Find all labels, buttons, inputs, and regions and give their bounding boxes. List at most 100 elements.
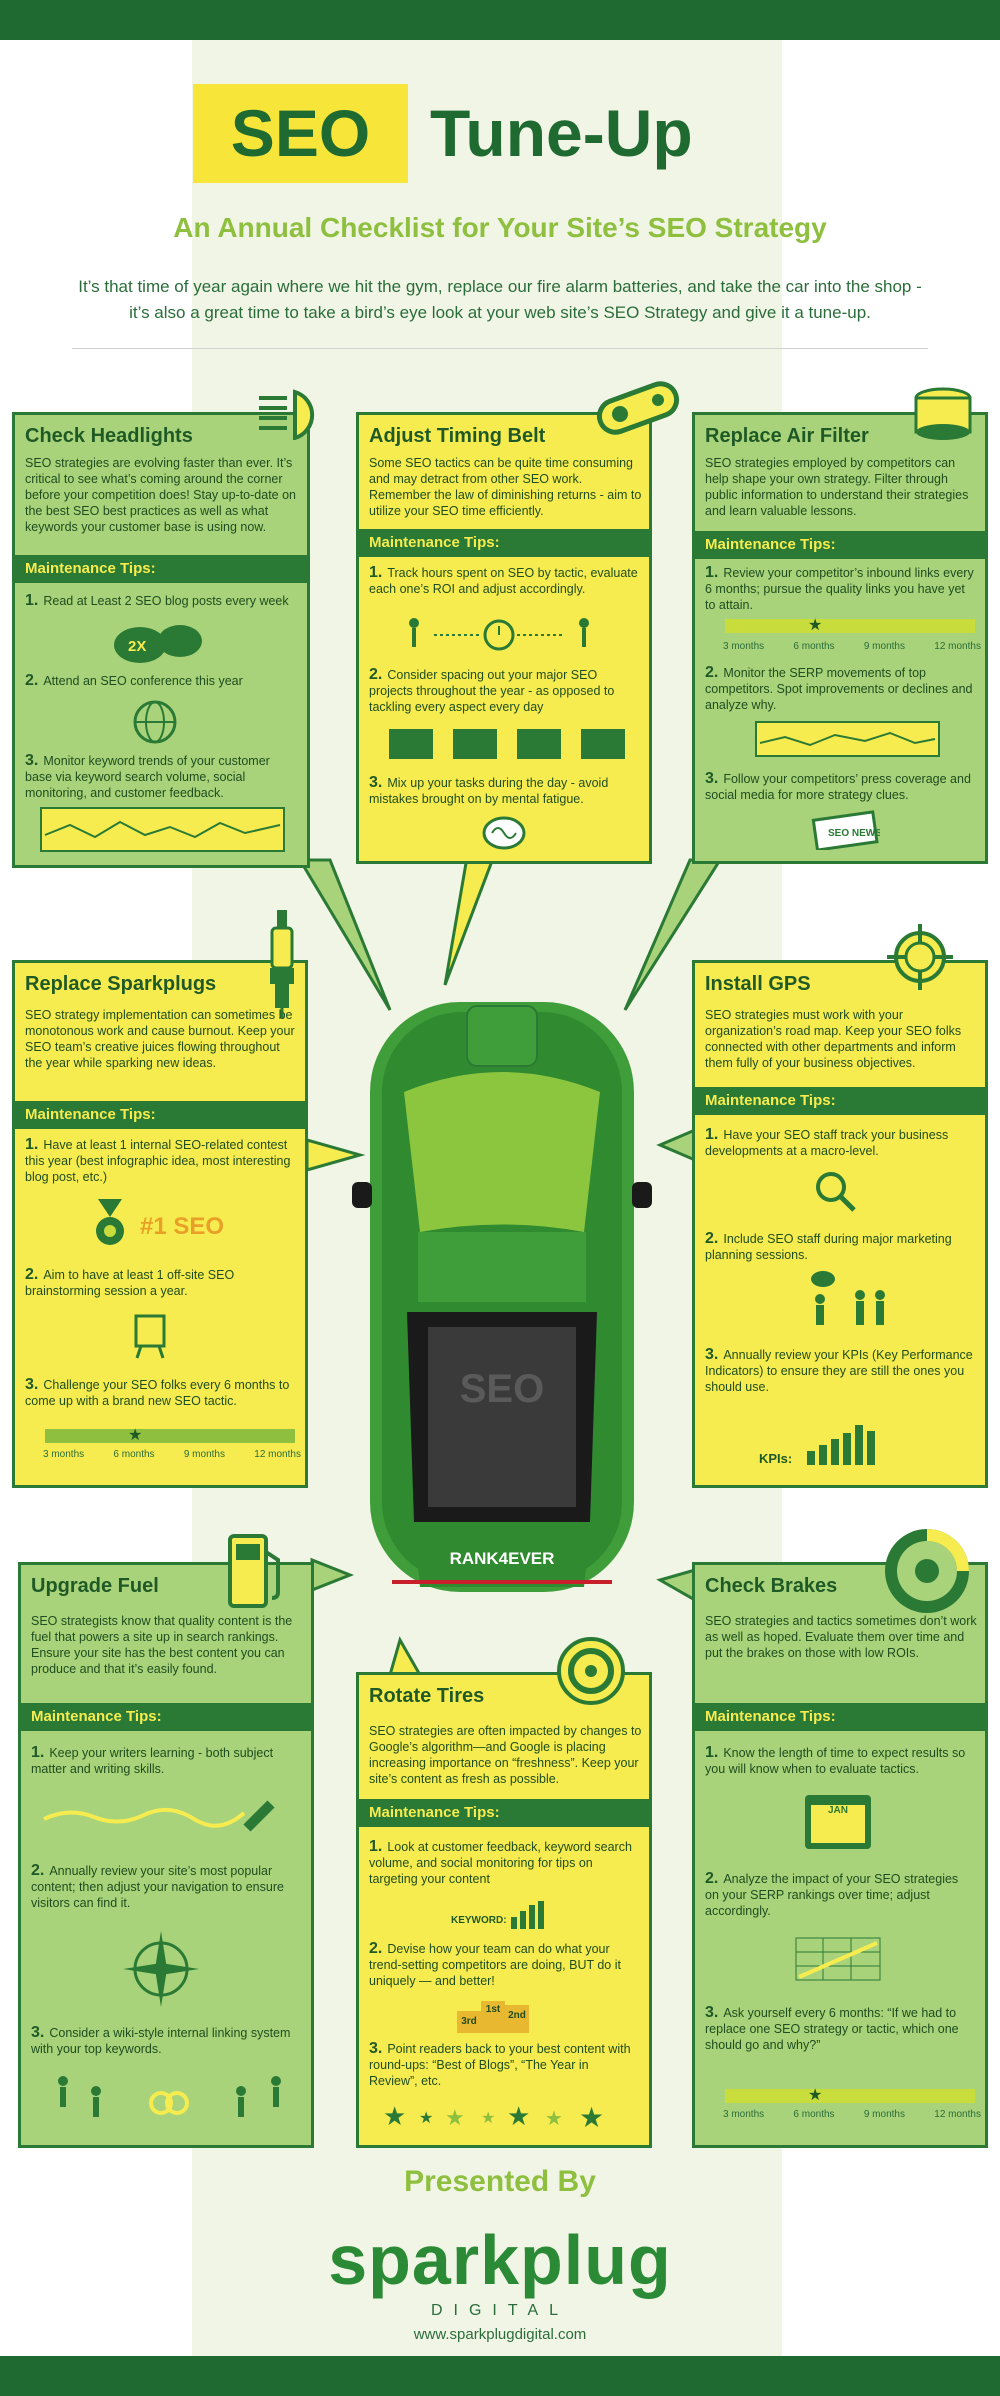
timing-belt-icon	[592, 378, 684, 443]
keyword-label: KEYWORD:	[451, 1915, 507, 1926]
panel-replace-air-filter: Replace Air Filter SEO strategies employ…	[692, 412, 988, 864]
tip-1: 1.Keep your writers learning - both subj…	[31, 1744, 274, 1777]
brand-logo-sub: DIGITAL	[430, 2302, 570, 2319]
tip-text: Point readers back to your best content …	[369, 2042, 631, 2088]
air-filter-icon	[912, 386, 974, 447]
time-roi-icon	[399, 615, 599, 660]
tip-3: 3.Challenge your SEO folks every 6 month…	[25, 1376, 290, 1409]
tip-3: 3.Ask yourself every 6 months: “If we ha…	[705, 2004, 959, 2053]
tip-text: Keep your writers learning - both subjec…	[31, 1746, 274, 1776]
tip-text: Devise how your team can do what your tr…	[369, 1942, 621, 1988]
brand-logo: sparkplug	[328, 2221, 672, 2299]
speech-bubbles-icon: 2X	[110, 621, 210, 674]
podium-first: 1st	[481, 2001, 505, 2033]
tips-header: Maintenance Tips:	[21, 1703, 311, 1731]
newspaper-icon: SEO NEWS	[810, 810, 882, 855]
svg-text:★: ★	[419, 2108, 433, 2127]
tip-2: 2.Devise how your team can do what your …	[369, 1940, 621, 1989]
flipchart-icon	[133, 1313, 167, 1364]
timeline-label: 12 months	[934, 641, 981, 652]
svg-text:★: ★	[481, 2108, 495, 2127]
news-label: SEO NEWS	[828, 828, 880, 839]
magnifier-icon	[813, 1169, 857, 1218]
kpi-bars-icon	[805, 1417, 885, 1472]
tire-icon	[556, 1636, 626, 1711]
tip-text: Monitor the SERP movements of top compet…	[705, 666, 973, 712]
pencil-scribble-icon	[39, 1793, 289, 1838]
tip-text: Have at least 1 internal SEO-related con…	[25, 1138, 291, 1184]
tip-text: Consider a wiki-style internal linking s…	[31, 2026, 291, 2056]
top-bar	[0, 0, 1000, 40]
star-marker: ★	[808, 617, 823, 634]
panel-description: SEO strategies and tactics sometimes don…	[705, 1614, 977, 1660]
tip-text: Attend an SEO conference this year	[43, 674, 243, 688]
tip-text: Have your SEO staff track your business …	[705, 1128, 949, 1158]
intro-text: It’s that time of year again where we hi…	[78, 277, 922, 322]
panel-title: Replace Air Filter	[705, 425, 869, 447]
meeting-people-icon	[805, 1269, 895, 1334]
timeline-label: 6 months	[793, 2109, 835, 2120]
tip-1: 1.Have your SEO staff track your busines…	[705, 1126, 949, 1159]
panel-replace-sparkplugs: Replace Sparkplugs SEO strategy implemen…	[12, 960, 308, 1488]
panel-description: SEO strategy implementation can sometime…	[25, 1008, 295, 1070]
tip-text: Analyze the impact of your SEO strategie…	[705, 1872, 959, 1918]
trend-graph-icon	[40, 807, 285, 857]
panel-title: Rotate Tires	[369, 1685, 485, 1707]
svg-text:★: ★	[545, 2106, 563, 2130]
tip-1: 1.Look at customer feedback, keyword sea…	[369, 1838, 632, 1887]
tips-header: Maintenance Tips:	[695, 1087, 985, 1115]
tip-3: 3.Follow your competitors’ press coverag…	[705, 770, 971, 803]
timeline-label: 6 months	[793, 641, 835, 652]
tip-text: Monitor keyword trends of your customer …	[25, 754, 270, 800]
panel-rotate-tires: Rotate Tires SEO strategies are often im…	[356, 1672, 652, 2148]
tip-text: Include SEO staff during major marketing…	[705, 1232, 952, 1262]
tip-2: 2.Monitor the SERP movements of top comp…	[705, 664, 973, 713]
podium-second: 2nd	[505, 2005, 529, 2033]
tip-1: 1.Track hours spent on SEO by tactic, ev…	[369, 564, 638, 597]
windshield-text: SEO	[460, 1367, 544, 1411]
tip-1: 1.Have at least 1 internal SEO-related c…	[25, 1136, 291, 1185]
globe-icon	[133, 700, 177, 749]
panel-description: SEO strategies must work with your organ…	[705, 1008, 962, 1070]
website-link[interactable]: www.sparkplugdigital.com	[413, 2326, 587, 2343]
tips-header: Maintenance Tips:	[15, 555, 307, 583]
star-marker: ★	[128, 1427, 143, 1444]
timeline-label: 3 months	[43, 1449, 85, 1460]
keyword-bars-icon	[509, 1901, 549, 1934]
panel-title: Check Headlights	[25, 425, 193, 447]
calendar-row-icon	[387, 725, 627, 766]
kpi-label: KPIs:	[759, 1451, 793, 1466]
panel-title: Adjust Timing Belt	[369, 425, 546, 447]
tip-1: 1.Read at Least 2 SEO blog posts every w…	[25, 592, 289, 609]
headlight-icon	[255, 388, 337, 445]
tip-text: Annually review your site’s most popular…	[31, 1864, 284, 1910]
tips-header: Maintenance Tips:	[695, 531, 985, 559]
timeline-bar	[725, 2089, 975, 2103]
stars-row-icon: ★ ★ ★ ★ ★ ★ ★	[383, 2099, 623, 2138]
timeline-bar	[725, 619, 975, 633]
tip-3: 3.Consider a wiki-style internal linking…	[31, 2024, 291, 2057]
tip-1: 1.Know the length of time to expect resu…	[705, 1744, 966, 1777]
fuel-pump-icon	[226, 1532, 286, 1617]
tips-header: Maintenance Tips:	[359, 1799, 649, 1827]
sparkplug-icon	[262, 910, 302, 1025]
tip-text: Read at Least 2 SEO blog posts every wee…	[43, 594, 289, 608]
panel-upgrade-fuel: Upgrade Fuel SEO strategists know that q…	[18, 1562, 314, 2148]
tip-3: 3.Annually review your KPIs (Key Perform…	[705, 1346, 973, 1395]
panel-check-headlights: Check Headlights SEO strategies are evol…	[12, 412, 310, 868]
tip-text: Track hours spent on SEO by tactic, eval…	[369, 566, 638, 596]
title-highlight: SEO	[193, 84, 408, 183]
panel-description: SEO strategists know that quality conten…	[31, 1614, 293, 1676]
bottom-bar	[0, 2356, 1000, 2396]
divider	[72, 348, 928, 349]
svg-text:★: ★	[445, 2106, 465, 2131]
tip-text: Mix up your tasks during the day - avoid…	[369, 776, 609, 806]
tip-2: 2.Attend an SEO conference this year	[25, 672, 243, 689]
tip-text: Aim to have at least 1 off-site SEO brai…	[25, 1268, 235, 1298]
tip-text: Ask yourself every 6 months: “If we had …	[705, 2006, 959, 2052]
calendar-month: JAN	[811, 1805, 865, 1843]
page-subtitle: An Annual Checklist for Your Site’s SEO …	[173, 212, 827, 243]
star-marker: ★	[808, 2087, 823, 2104]
panel-description: SEO strategies are often impacted by cha…	[369, 1724, 642, 1786]
